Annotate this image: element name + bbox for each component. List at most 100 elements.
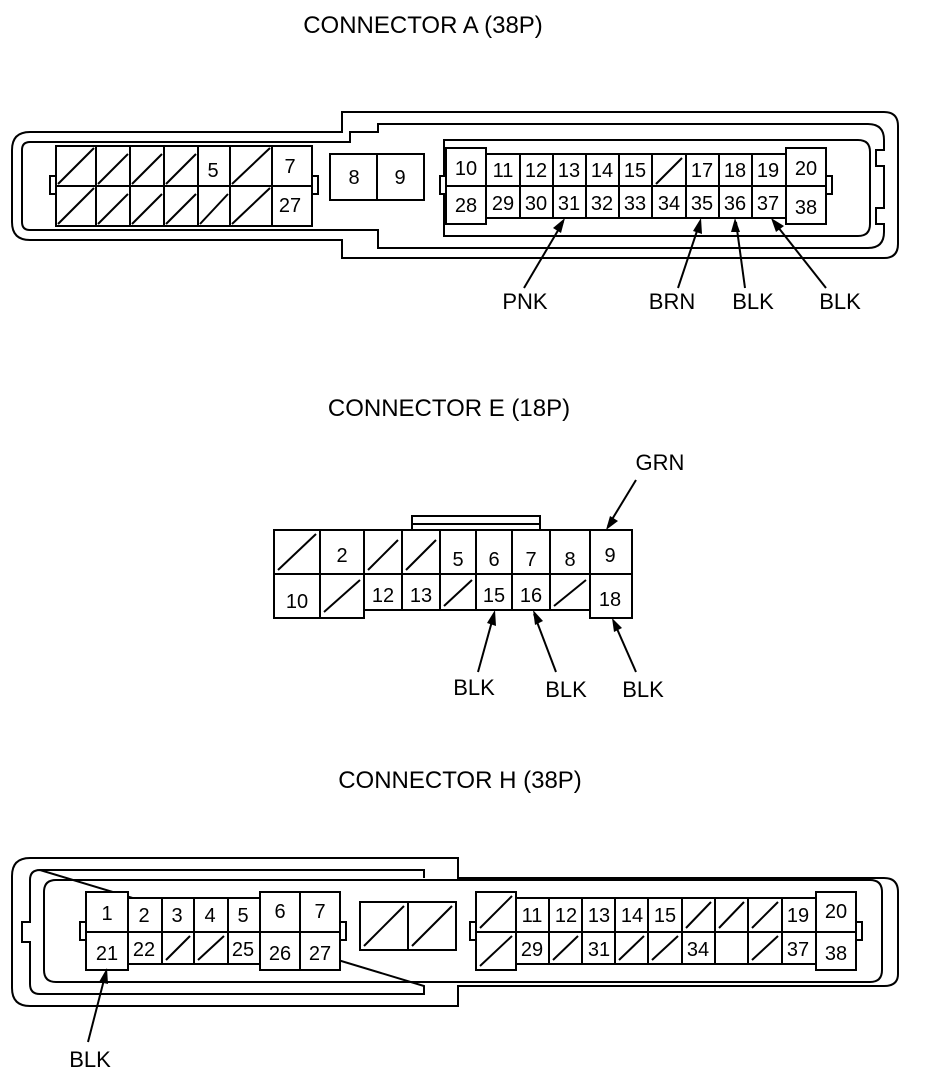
connector-e-pin-13: 13 (410, 585, 432, 607)
connector-h-pin-37: 37 (787, 939, 809, 961)
connector-a-wire-callouts: PNK BRN BLK BLK (502, 218, 861, 314)
connector-e-pin-15: 15 (483, 585, 505, 607)
connector-h: CONNECTOR H (38P) 1 2 3 4 5 6 7 21 (11, 767, 899, 1072)
connector-a-pin-14: 14 (591, 160, 613, 182)
connector-a-pin-5: 5 (207, 160, 218, 182)
connector-h-cavity (43, 879, 883, 983)
connector-h-pin-11: 11 (522, 905, 543, 927)
arrow-icon (487, 610, 496, 626)
arrow-icon (731, 218, 740, 232)
connector-e-pin-10: 10 (286, 591, 308, 613)
connector-a-pin-31: 31 (558, 193, 580, 215)
connector-h-inner-housing (21, 868, 425, 995)
connector-a-pin-29: 29 (492, 193, 514, 215)
connector-h-pin-6: 6 (274, 901, 285, 923)
connector-a-pin-20: 20 (795, 158, 817, 180)
connector-a-pin-15: 15 (624, 160, 646, 182)
connector-e-pin-12: 12 (372, 585, 394, 607)
connector-e: CONNECTOR E (18P) 2 5 6 7 8 9 10 12 13 1… (273, 395, 684, 702)
connector-a-pin-35: 35 (691, 193, 713, 215)
connector-h-pin-3: 3 (171, 905, 182, 927)
connector-a-pin-8: 8 (348, 167, 359, 189)
connector-a-wire-pnk: PNK (502, 289, 548, 314)
connector-e-pin-6: 6 (488, 549, 499, 571)
connector-h-middle-block (359, 901, 457, 951)
connector-h-pin-14: 14 (621, 905, 643, 927)
connector-h-title: CONNECTOR H (38P) (338, 767, 582, 794)
connector-a-left-block: 5 7 27 (49, 145, 319, 227)
connector-e-pin-16: 16 (520, 585, 542, 607)
connector-e-pin-9: 9 (604, 545, 615, 567)
connector-a-housing (11, 111, 899, 259)
connector-h-pin-26: 26 (269, 943, 291, 965)
connector-h-pin-29: 29 (521, 939, 543, 961)
connector-h-pin-31: 31 (588, 939, 610, 961)
connector-e-wire-blk-15: BLK (453, 675, 495, 700)
connector-h-pin-15: 15 (654, 905, 676, 927)
connector-e-pin-2: 2 (336, 545, 347, 567)
connector-a-pin-36: 36 (724, 193, 746, 215)
connector-a-pin-11: 11 (493, 160, 514, 182)
connector-e-wire-blk-18: BLK (622, 677, 664, 702)
arrow-icon (771, 218, 784, 232)
connector-a-pin-19: 19 (757, 160, 779, 182)
arrow-icon (553, 218, 565, 233)
connector-e-wire-grn: GRN (636, 450, 685, 475)
connector-a: CONNECTOR A (38P) (11, 12, 899, 314)
connector-h-pin-34: 34 (687, 939, 709, 961)
connector-a-pin-13: 13 (558, 160, 580, 182)
connector-h-housing (11, 857, 899, 1007)
connector-h-pin-12: 12 (555, 905, 577, 927)
connector-a-pin-9: 9 (394, 167, 405, 189)
connector-h-pin-25: 25 (232, 939, 254, 961)
connector-e-wire-callouts: GRN BLK BLK BLK (453, 450, 684, 702)
connector-a-pin-12: 12 (525, 160, 547, 182)
connector-a-wire-blk-37: BLK (819, 289, 861, 314)
connector-h-left-block: 1 2 3 4 5 6 7 21 22 25 26 27 (79, 891, 347, 971)
connector-h-pin-21: 21 (96, 943, 118, 965)
arrow-icon (693, 218, 702, 234)
connector-h-pin-19: 19 (787, 905, 809, 927)
connector-a-pin-27: 27 (279, 195, 301, 217)
arrow-icon (612, 618, 622, 632)
connector-h-pin-13: 13 (588, 905, 610, 927)
connector-h-pin-1: 1 (101, 903, 112, 925)
connector-a-cavity (443, 139, 871, 237)
connector-a-pin-30: 30 (525, 193, 547, 215)
connector-a-pin-33: 33 (624, 193, 646, 215)
connector-h-pin-7: 7 (314, 901, 325, 923)
connector-a-pin-28: 28 (455, 195, 477, 217)
connector-a-pin-38: 38 (795, 197, 817, 219)
connector-h-pin-22: 22 (133, 939, 155, 961)
connector-a-pin-17: 17 (691, 160, 713, 182)
connector-h-pin-38: 38 (825, 943, 847, 965)
connector-a-title: CONNECTOR A (38P) (303, 12, 543, 39)
connector-h-pin-2: 2 (138, 905, 149, 927)
connector-e-pin-8: 8 (564, 549, 575, 571)
connector-a-inner-housing (21, 123, 885, 249)
connector-h-wire-blk-21: BLK (69, 1047, 111, 1072)
connector-a-wire-blk-36: BLK (732, 289, 774, 314)
connector-h-pin-5: 5 (237, 905, 248, 927)
connector-h-right-block: 11 12 13 14 15 19 20 29 31 34 37 38 (469, 891, 863, 971)
connector-a-pin-7: 7 (284, 156, 295, 178)
arrow-icon (606, 516, 618, 530)
connector-h-pin-4: 4 (204, 905, 215, 927)
connector-e-title: CONNECTOR E (18P) (328, 395, 570, 422)
arrow-icon (533, 610, 543, 625)
connector-a-pin-10: 10 (455, 158, 477, 180)
connector-a-middle-block: 8 9 (329, 153, 425, 201)
connector-h-wire-callouts: BLK (69, 968, 111, 1072)
connector-a-right-block: 10 11 12 13 14 15 17 18 19 20 28 29 30 3… (439, 147, 833, 225)
connector-a-pin-34: 34 (658, 193, 680, 215)
connector-a-pin-32: 32 (591, 193, 613, 215)
connector-a-pin-18: 18 (724, 160, 746, 182)
connector-e-pin-18: 18 (599, 589, 621, 611)
connector-h-pin-27: 27 (309, 943, 331, 965)
connector-a-wire-brn: BRN (649, 289, 695, 314)
connector-e-wire-blk-16: BLK (545, 677, 587, 702)
arrow-icon (99, 968, 108, 984)
connector-e-pin-5: 5 (452, 549, 463, 571)
connector-e-pin-7: 7 (525, 549, 536, 571)
